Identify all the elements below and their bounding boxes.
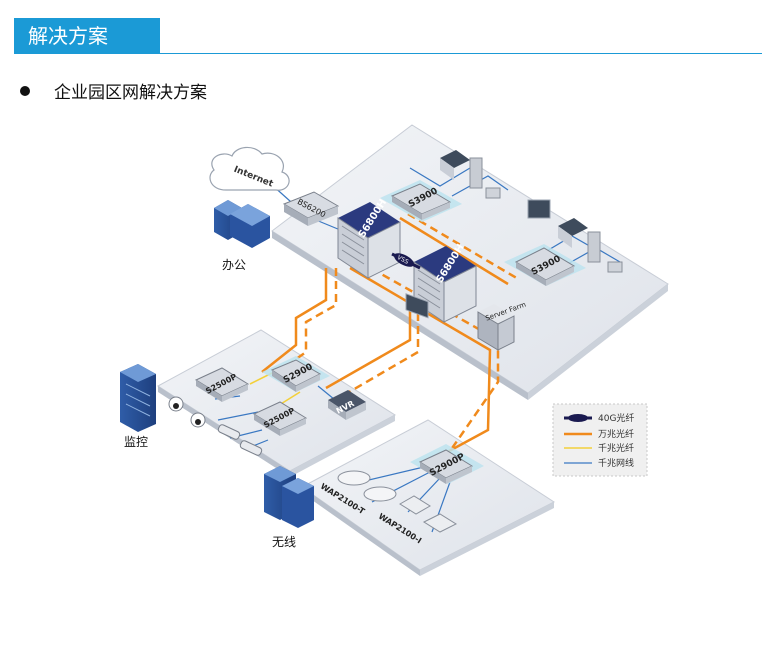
monitor-access-switch-a <box>194 367 250 402</box>
legend: 40G光纤 万兆光纤 千兆光纤 千兆网线 <box>552 403 648 477</box>
office-building-icon <box>214 200 270 248</box>
nvr-device <box>328 390 366 420</box>
internet-cloud-icon <box>209 146 290 191</box>
vss-label: VSS <box>396 254 410 266</box>
zone-label-office: 办公 <box>222 257 246 272</box>
platform-wireless <box>301 419 555 576</box>
camera-icons <box>168 396 263 456</box>
legend-item-1g-copper: 千兆网线 <box>598 457 634 469</box>
subtitle-text: 企业园区网解决方案 <box>54 83 207 103</box>
core-switch-a <box>337 202 401 279</box>
access-switch-top <box>380 180 462 222</box>
server-farm-icon <box>477 304 515 351</box>
monitor-building-icon <box>120 364 156 432</box>
access-point-icons <box>337 470 458 533</box>
access-switch-right <box>504 244 586 286</box>
wireless-agg-switch <box>410 444 484 484</box>
bullet-icon <box>20 85 30 96</box>
header-divider <box>160 53 762 54</box>
section-title: 解决方案 <box>28 24 108 48</box>
monitor-agg-switch <box>262 356 330 392</box>
legend-item-10g: 万兆光纤 <box>598 428 634 440</box>
wireless-building-icon <box>264 466 314 528</box>
monitor-access-switch-b <box>252 401 308 436</box>
legend-item-40g: 40G光纤 <box>598 412 634 424</box>
legend-item-1g-fiber: 千兆光纤 <box>598 442 634 454</box>
firewall-device <box>282 191 340 226</box>
zone-label-monitor: 监控 <box>124 435 148 449</box>
vss-link <box>391 252 421 270</box>
office-pc-icons <box>405 150 623 319</box>
section-header: 解决方案 <box>14 18 160 54</box>
zone-label-wireless: 无线 <box>272 535 296 549</box>
subtitle-row: 企业园区网解决方案 <box>20 78 207 103</box>
